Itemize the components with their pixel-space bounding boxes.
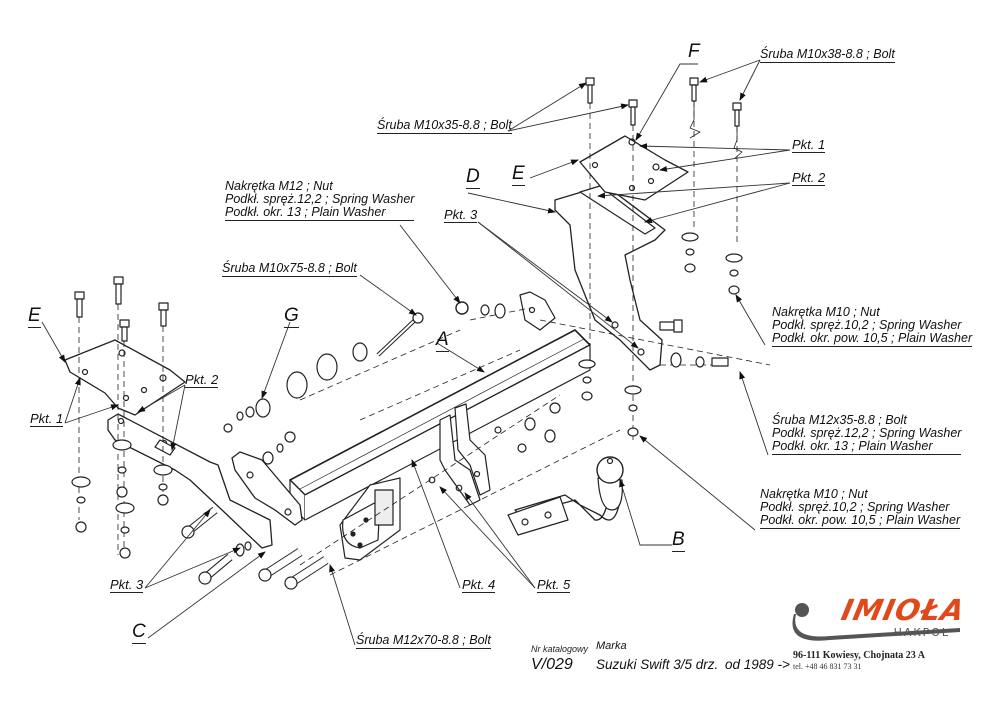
spacer-g-stack [223, 342, 368, 433]
part-label-d: D [466, 166, 480, 189]
company-phone: tel. +48 46 831 73 31 [793, 662, 862, 671]
fastener-stack-m12 [455, 301, 506, 319]
left-end-plate [231, 451, 303, 526]
callout-line: Podkł. okr. pow. 10,5 ; Plain Washer [760, 513, 961, 529]
part-label-b: B [672, 529, 685, 552]
point-label-pkt5: Pkt. 5 [537, 577, 571, 593]
part-label-e-left: E [28, 305, 41, 328]
callout-line: Nakrętka M12 ; Nut [225, 179, 333, 193]
callout-line: Podkł. spręż.12,2 ; Spring Washer [225, 192, 415, 206]
part-label-a: A [436, 329, 449, 352]
bolt-m10x75 [376, 312, 424, 357]
vehicle-name: Suzuki Swift 3/5 drz. [596, 657, 719, 672]
fastener-stack-left [71, 439, 173, 559]
callout-nut-m10-group-bottom: Nakrętka M10 ; Nut Podkł. spręż.10,2 ; S… [760, 487, 961, 529]
point-label-pkt3-top: Pkt. 3 [444, 207, 478, 223]
logo-subtitle: HAKPOL [893, 626, 950, 639]
catalog-number: V/029 [531, 656, 573, 673]
callout-line: Podkł. spręż.12,2 ; Spring Washer [772, 426, 962, 440]
leader-lines [41, 59, 791, 646]
logo-wordmark: IMIOŁA [838, 593, 969, 627]
bolts-top-left [74, 276, 169, 342]
right-end-plate [519, 291, 556, 331]
center-bracket-right [454, 403, 491, 496]
point-label-pkt1-left: Pkt. 1 [30, 411, 64, 427]
bolts-top-right [585, 77, 742, 127]
center-bracket-left [439, 414, 481, 506]
catalog-number-label: Nr katalogowy [531, 644, 589, 654]
part-label-e-right: E [512, 163, 525, 186]
company-logo: IMIOŁA HAKPOL [790, 593, 968, 643]
part-label-f: F [688, 41, 700, 62]
part-label-c: C [132, 621, 146, 644]
callout-line: Podkł. spręż.10,2 ; Spring Washer [760, 500, 950, 514]
callout-bolt-m10x75: Śruba M10x75-8.8 ; Bolt [222, 261, 357, 277]
fastener-stack-center [262, 402, 561, 465]
callout-line: Podkł. okr. 13 ; Plain Washer [772, 440, 962, 455]
point-label-pkt2-left: Pkt. 2 [185, 372, 219, 388]
plate-e-right [579, 135, 689, 201]
callout-line: Podkł. okr. pow. 10,5 ; Plain Washer [772, 331, 973, 347]
callout-bolt-m10x38: Śruba M10x38-8.8 ; Bolt [760, 47, 895, 63]
company-address: 96-111 Kowiesy, Chojnata 23 A [793, 650, 925, 661]
point-label-pkt2-right: Pkt. 2 [792, 170, 826, 186]
part-label-g: G [284, 305, 299, 328]
callout-line: Podkł. spręż.10,2 ; Spring Washer [772, 318, 962, 332]
callout-bolt-m12x70: Śruba M12x70-8.8 ; Bolt [356, 633, 491, 649]
callout-bolt-m12x35-group: Śruba M12x35-8.8 ; Bolt Podkł. spręż.12,… [772, 413, 962, 455]
tow-ball-b [507, 456, 624, 536]
point-label-pkt4: Pkt. 4 [462, 577, 496, 593]
logo-hook-icon [792, 603, 960, 641]
plate-e-left [64, 339, 186, 416]
fastener-stack-right [578, 232, 743, 437]
callout-nut-m12-group: Nakrętka M12 ; Nut Podkł. spręż.12,2 ; S… [225, 179, 415, 221]
bolts-lower-left [181, 506, 329, 590]
center-lines [78, 101, 771, 576]
callout-line: Nakrętka M10 ; Nut [760, 487, 868, 501]
point-label-pkt3-left: Pkt. 3 [110, 577, 144, 593]
point-label-pkt1-right: Pkt. 1 [792, 137, 826, 153]
vehicle-year: od 1989 -> [725, 657, 790, 672]
callout-line: Podkł. okr. 13 ; Plain Washer [225, 206, 415, 221]
callout-nut-m10-group-top: Nakrętka M10 ; Nut Podkł. spręż.10,2 ; S… [772, 305, 973, 347]
brand-label: Marka [596, 640, 627, 652]
callout-bolt-m10x35: Śruba M10x35-8.8 ; Bolt [377, 118, 512, 134]
callout-line: Nakrętka M10 ; Nut [772, 305, 880, 319]
callout-line: Śruba M12x35-8.8 ; Bolt [772, 413, 907, 427]
